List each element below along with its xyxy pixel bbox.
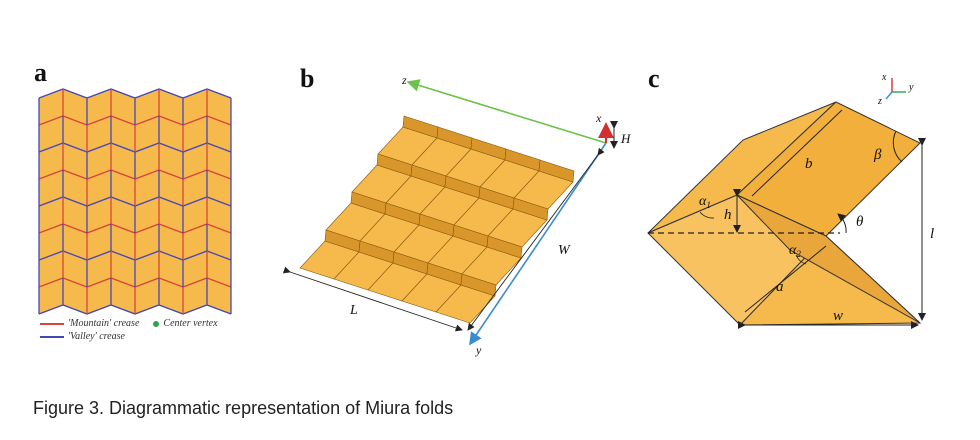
label-L: L	[349, 303, 358, 318]
figure-caption: Figure 3. Diagrammatic representation of…	[33, 398, 454, 418]
legend-row-1: 'Mountain' crease Center vertex	[40, 318, 270, 329]
dim-L	[282, 266, 463, 332]
label-b: b	[805, 156, 813, 172]
label-l: l	[930, 226, 934, 242]
label-y: y	[475, 343, 482, 357]
panel-b-annotations: z x H W L y	[282, 73, 631, 357]
label-alpha2: α2	[789, 243, 801, 259]
dim-a	[744, 245, 827, 313]
legend-center-dot	[153, 320, 160, 327]
panel-label-b: b	[300, 64, 315, 93]
cell-flap	[736, 194, 921, 324]
label-alpha1: α1	[699, 194, 711, 210]
legend-mountain-swatch	[40, 322, 64, 325]
label-axis-y: y	[908, 82, 914, 93]
label-theta: θ	[856, 214, 864, 230]
z-axis-arrow	[406, 79, 607, 144]
label-W: W	[558, 243, 571, 258]
alpha2-arc	[795, 254, 807, 265]
legend-mountain-label: 'Mountain' crease	[68, 318, 140, 329]
dim-W	[467, 147, 605, 331]
label-w: w	[833, 308, 843, 324]
label-h: h	[724, 207, 732, 223]
label-beta: β	[873, 147, 882, 163]
panel-label-a: a	[34, 58, 47, 87]
panel-label-c: c	[648, 64, 660, 93]
label-a: a	[776, 279, 784, 295]
label-H: H	[620, 131, 631, 146]
miura-folded-sheet	[299, 115, 575, 324]
legend-center-label: Center vertex	[163, 318, 218, 329]
legend-valley-label: 'Valley' crease	[68, 331, 125, 342]
miura-unit-cell: x y z b β α1 h θ α2 a l w	[647, 72, 934, 329]
alpha1-arc	[699, 211, 715, 219]
legend: 'Mountain' crease Center vertex 'Valley' …	[40, 318, 270, 342]
theta-arc	[837, 213, 847, 234]
legend-valley-swatch	[40, 335, 64, 338]
label-axis-x: x	[881, 72, 887, 83]
dim-b	[751, 109, 843, 197]
beta-arc	[892, 130, 903, 163]
label-z: z	[401, 73, 407, 87]
legend-row-2: 'Valley' crease	[40, 331, 270, 342]
miura-crease-pattern	[38, 88, 232, 315]
label-axis-z: z	[877, 96, 882, 107]
axis-triad	[885, 78, 906, 100]
label-x: x	[595, 111, 602, 125]
